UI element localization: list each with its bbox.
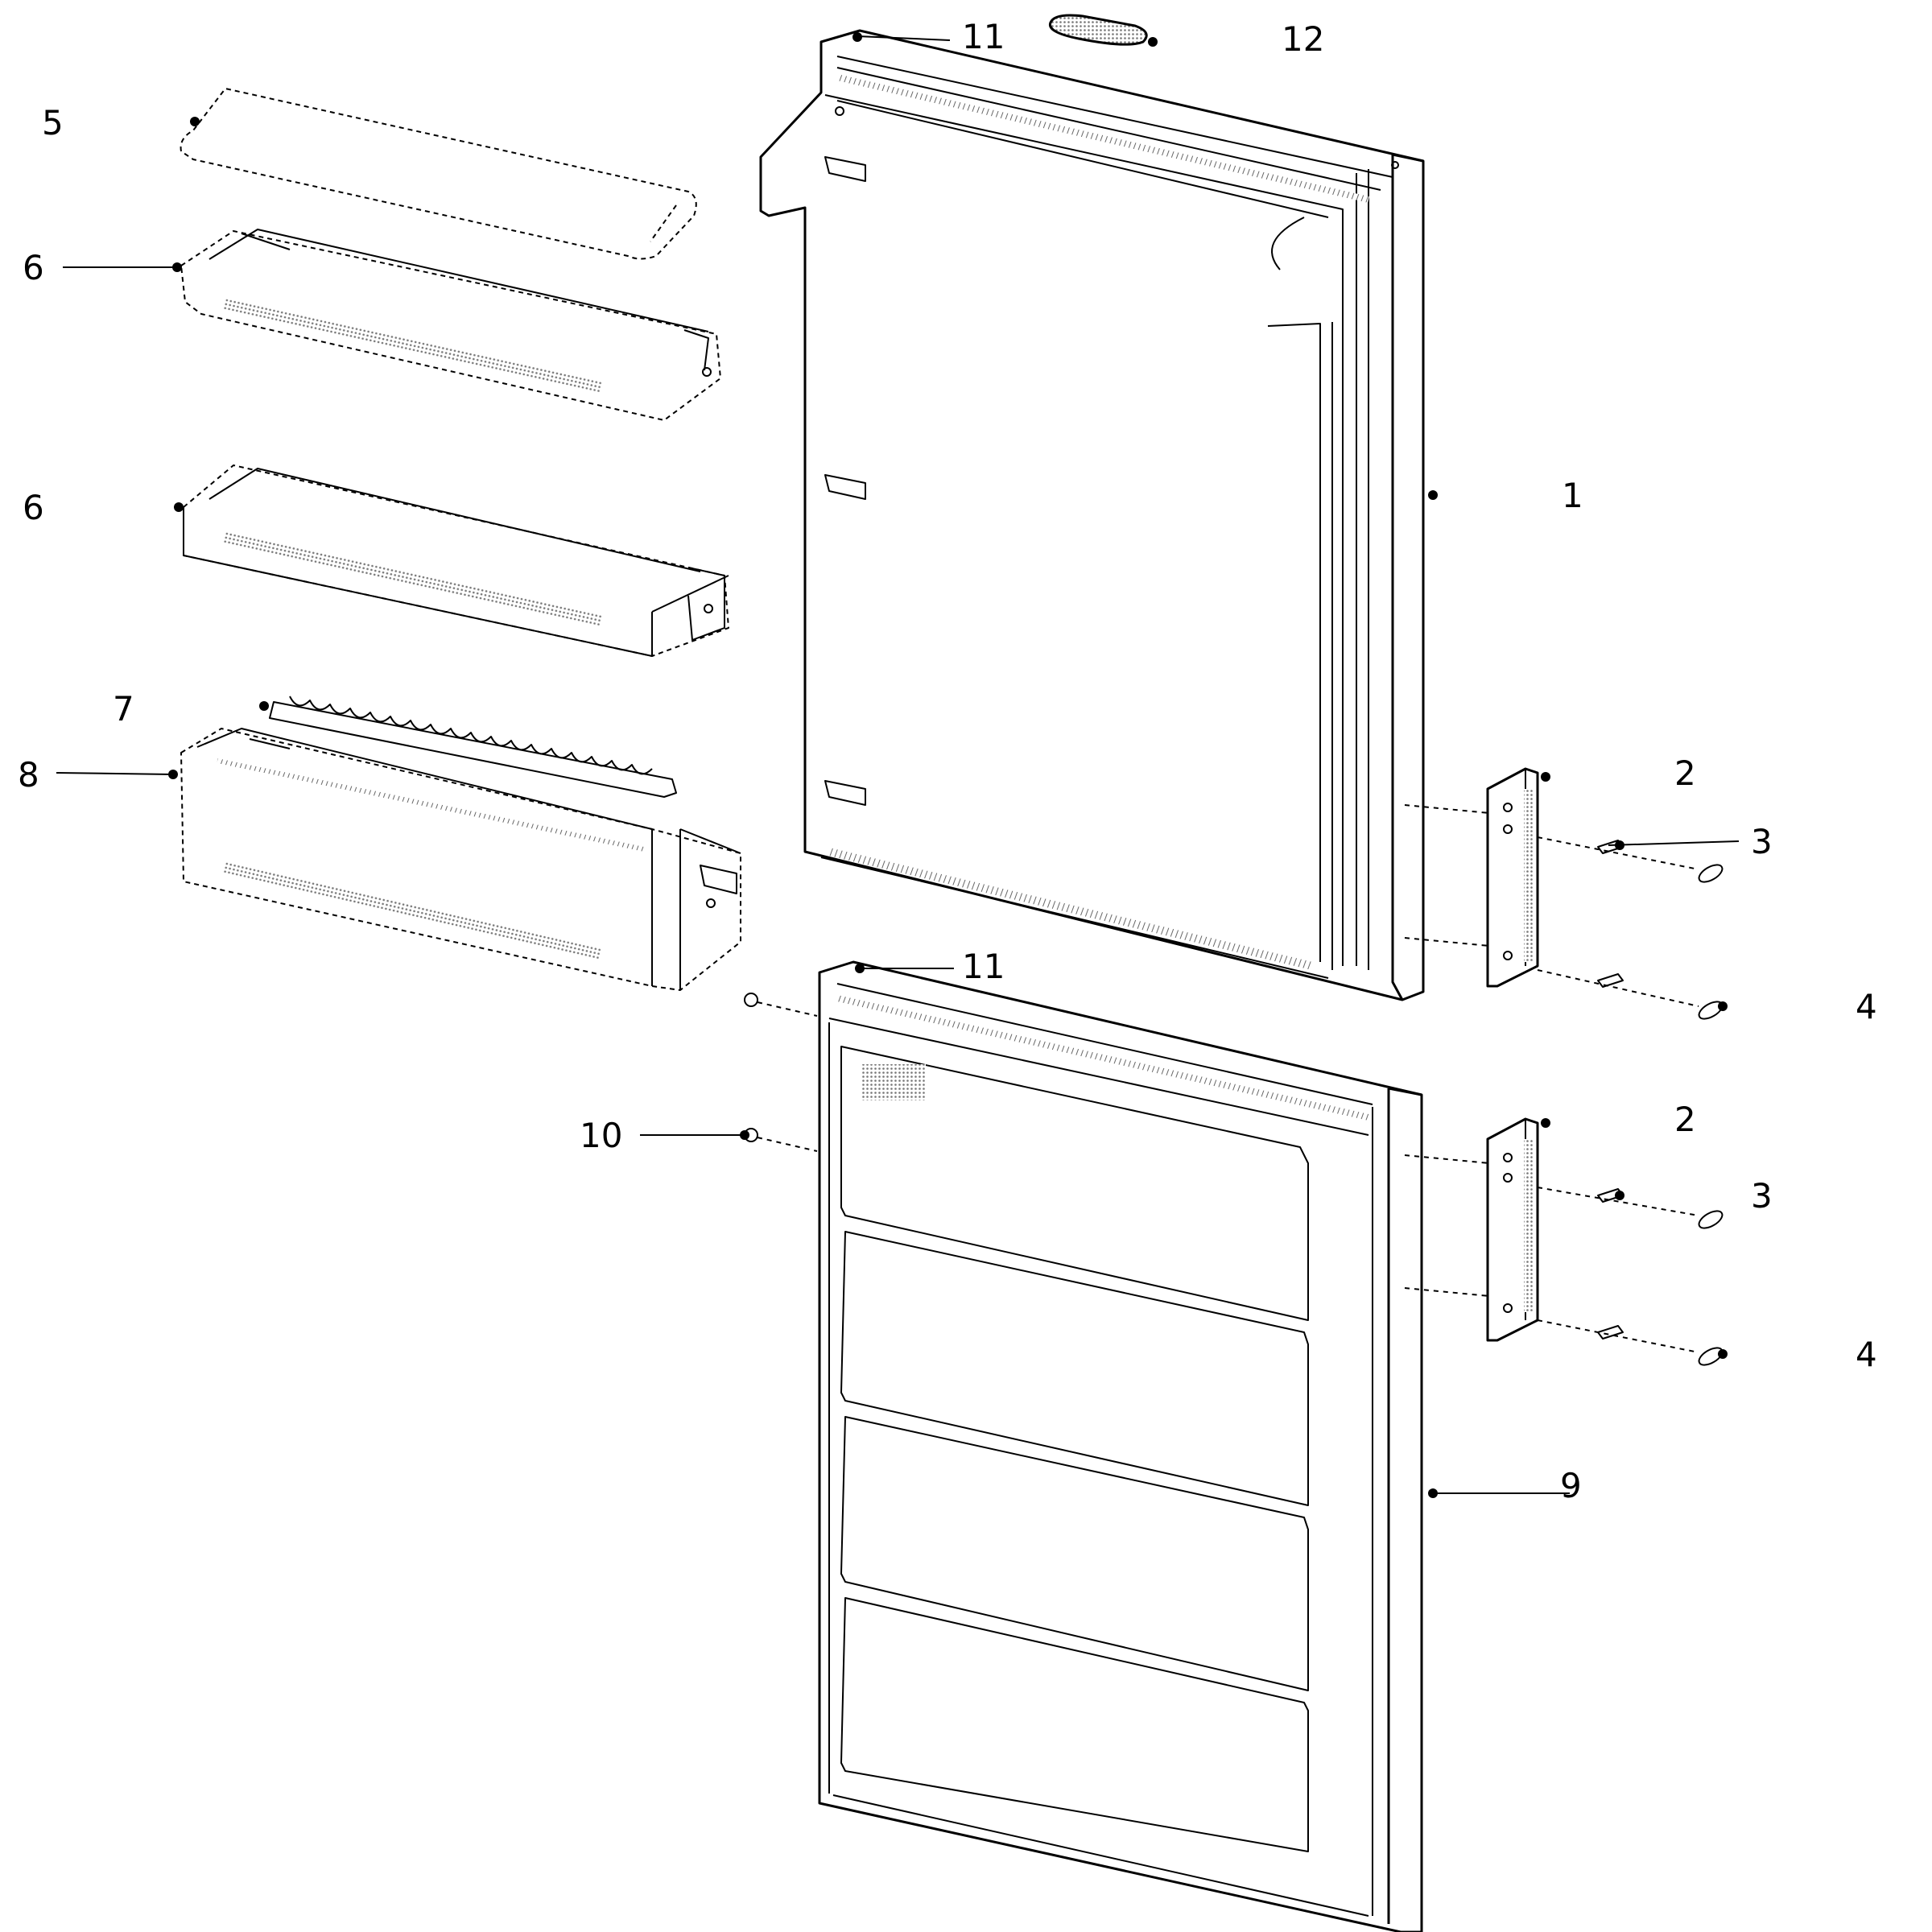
callout-11: 11 xyxy=(962,17,1005,56)
callout-1: 1 xyxy=(1562,476,1583,515)
hinge-upper xyxy=(1486,767,1539,988)
door-shelf-middle xyxy=(183,464,729,657)
hinge-lower xyxy=(1486,1117,1539,1342)
callout-11b: 11 xyxy=(962,947,1005,986)
fasteners xyxy=(1404,804,1724,1366)
callout-4b: 4 xyxy=(1856,1335,1877,1374)
callout-6: 6 xyxy=(23,248,44,287)
callout-12: 12 xyxy=(1282,19,1325,59)
callout-2b: 2 xyxy=(1674,1100,1696,1139)
callout-10: 10 xyxy=(580,1116,623,1155)
top-cover xyxy=(1048,14,1148,46)
callout-6b: 6 xyxy=(23,488,44,527)
door-stops xyxy=(744,993,818,1152)
bottle-shelf xyxy=(180,728,741,991)
lower-door xyxy=(818,960,1423,1932)
shelf-cover xyxy=(180,88,697,260)
door-shelf-upper xyxy=(180,229,721,421)
callout-9: 9 xyxy=(1560,1466,1582,1505)
callout-2: 2 xyxy=(1674,753,1696,793)
callout-8: 8 xyxy=(18,755,39,795)
callout-5: 5 xyxy=(42,103,64,142)
callout-3b: 3 xyxy=(1751,1176,1773,1216)
leader-dots xyxy=(168,32,1728,1498)
callout-4: 4 xyxy=(1856,987,1877,1026)
leader-lines xyxy=(56,35,1740,1494)
egg-tray xyxy=(269,696,677,798)
callout-3: 3 xyxy=(1751,822,1773,861)
callout-7: 7 xyxy=(113,689,134,729)
upper-door xyxy=(759,29,1425,1001)
